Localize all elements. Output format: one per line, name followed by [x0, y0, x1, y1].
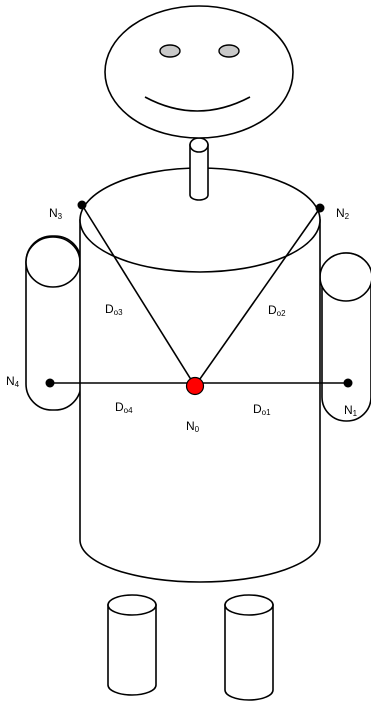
label-n2: N2: [336, 206, 350, 221]
line-n3-n0: [81, 204, 196, 387]
right-arm: [319, 252, 371, 422]
right-eye: [218, 44, 240, 58]
label-d01: Do1: [253, 402, 271, 417]
line-n2-n0: [194, 207, 321, 387]
left-eye: [159, 44, 181, 58]
right-leg: [224, 594, 274, 701]
label-n4: N4: [6, 374, 20, 389]
label-n1: N1: [344, 403, 358, 418]
smile: [144, 96, 251, 112]
node-n0: [185, 376, 205, 396]
node-n4: [45, 378, 55, 388]
node-n3: [77, 200, 87, 210]
body-cylinder: [79, 167, 321, 583]
node-n2: [315, 203, 325, 213]
left-leg: [107, 594, 157, 696]
head: [104, 5, 294, 139]
label-d04: Do4: [115, 400, 133, 415]
label-d02: Do2: [268, 303, 286, 318]
label-d03: Do3: [105, 302, 123, 317]
neck: [189, 137, 209, 201]
label-n3: N3: [49, 206, 63, 221]
node-n1: [343, 378, 353, 388]
label-n0: N0: [186, 419, 200, 434]
